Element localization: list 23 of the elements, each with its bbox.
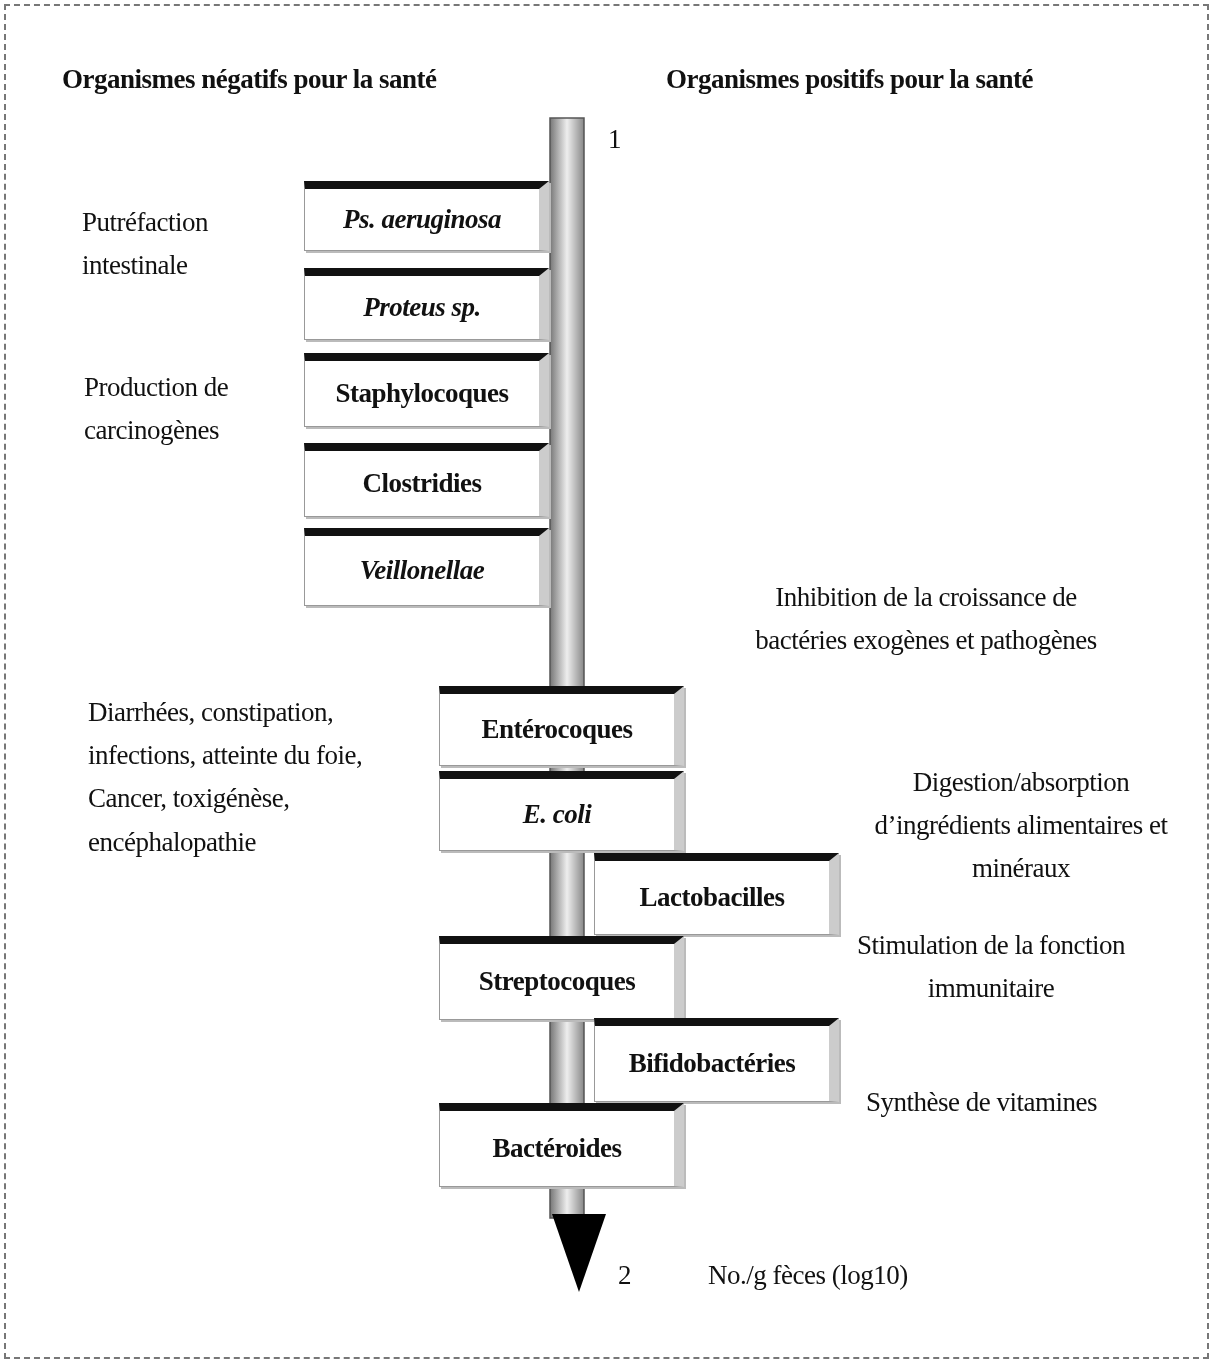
- column-heading: Organismes négatifs pour la santé: [62, 63, 438, 96]
- bacteria-box: E. coli: [439, 771, 684, 851]
- bacteria-box: Proteus sp.: [304, 268, 549, 340]
- bacteria-box: Bactéroides: [439, 1103, 684, 1187]
- bacteria-box: Bifidobactéries: [594, 1018, 839, 1102]
- effect-text: Digestion/absorption d’ingrédients alimentaires et minéraux: [873, 766, 1169, 886]
- effect-text: Diarrhées, constipation, infections, atteinte du foie, Cancer, toxigénèse, encéphalopathie: [88, 696, 364, 859]
- effect-text: Synthèse de vitamines: [866, 1086, 1098, 1119]
- scale-value: 1: [608, 123, 622, 156]
- bacteria-box: Ps. aeruginosa: [304, 181, 549, 251]
- effect-text: Stimulation de la fonction immunitaire: [855, 929, 1127, 1006]
- scale-value: 2: [618, 1259, 632, 1292]
- bacteria-box: Entérocoques: [439, 686, 684, 766]
- axis-label: No./g fèces (log10): [708, 1259, 909, 1292]
- bacteria-box: Clostridies: [304, 443, 549, 517]
- effect-text: Putréfaction intestinale: [82, 206, 209, 283]
- effect-text: Production de carcinogènes: [84, 371, 230, 448]
- effect-text: Inhibition de la croissance de bactéries exogènes et pathogènes: [754, 581, 1098, 658]
- column-heading: Organismes positifs pour la santé: [666, 63, 1035, 96]
- bacteria-box: Staphylocoques: [304, 353, 549, 427]
- bacteria-box: Streptocoques: [439, 936, 684, 1020]
- bacteria-box: Veillonellae: [304, 528, 549, 606]
- bacteria-box: Lactobacilles: [594, 853, 839, 935]
